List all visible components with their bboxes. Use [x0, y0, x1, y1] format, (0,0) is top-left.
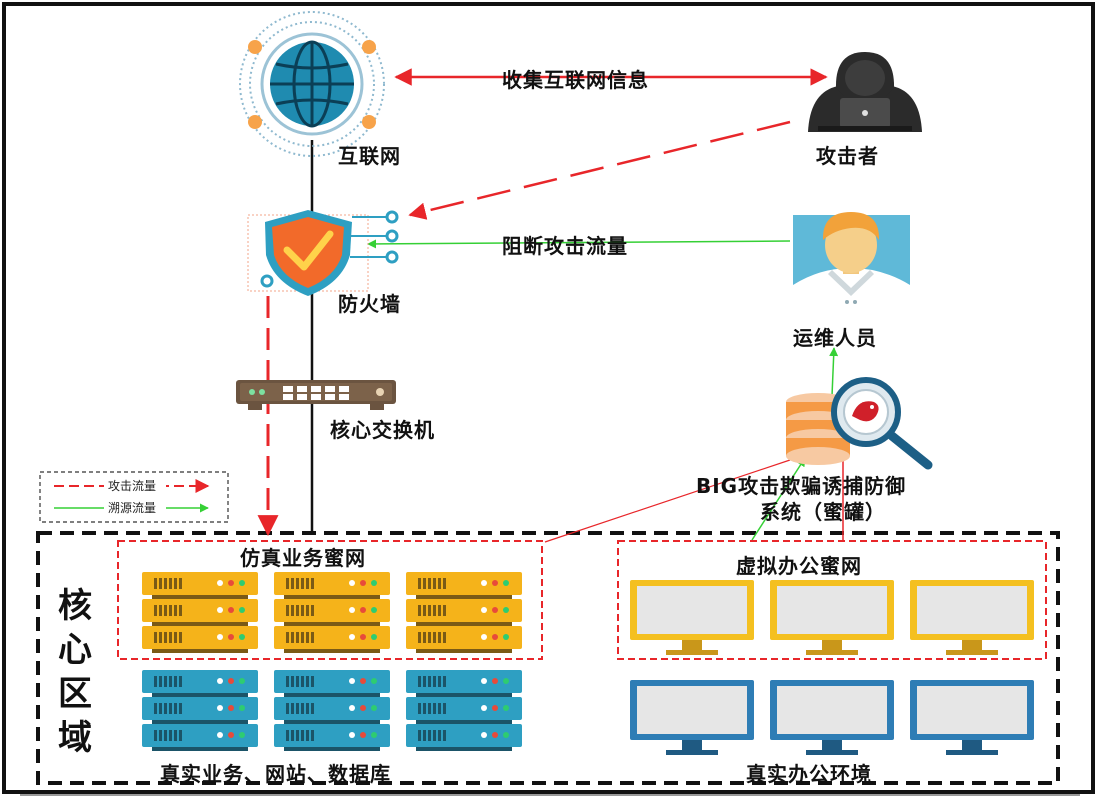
firewall-shield-icon: [247, 210, 399, 296]
server-rack-icon: [406, 670, 522, 751]
legend-trace-label: 溯源流量: [108, 501, 157, 515]
collect-info-label: 收集互联网信息: [502, 68, 649, 92]
attack-path-attacker-firewall: [408, 120, 791, 220]
core-switch-label: 核心交换机: [330, 418, 435, 442]
legend: [39, 471, 229, 523]
attacker-label: 攻击者: [816, 144, 879, 168]
core-zone-char-4: 域: [58, 718, 92, 758]
legend-attack-label: 攻击流量: [108, 479, 157, 493]
honeypot-label-line2: 系统（蜜罐）: [760, 500, 886, 524]
core-zone-char-2: 心: [58, 630, 92, 670]
ops-label: 运维人员: [793, 326, 877, 350]
server-rack-icon: [406, 572, 522, 653]
server-rack-icon: [274, 572, 390, 653]
office-to-honeypot-green: [751, 457, 806, 541]
core-switch-icon: [236, 380, 396, 410]
real-server-group: [142, 670, 522, 751]
sim-to-honeypot-line: [544, 459, 791, 543]
sim-server-group: [142, 572, 522, 653]
monitor-icon: [630, 680, 754, 755]
internet-label: 互联网: [338, 144, 401, 168]
sim-business-honeynet-box: [117, 540, 543, 660]
server-rack-icon: [274, 670, 390, 751]
monitor-icon: [770, 580, 894, 655]
sim-business-label: 仿真业务蜜网: [240, 546, 366, 570]
core-zone-char-1: 核: [58, 586, 92, 626]
core-zone-char-3: 区: [58, 674, 92, 714]
block-traffic-label: 阻断攻击流量: [502, 234, 628, 258]
block-arrow: [367, 239, 791, 249]
ops-person-icon: [793, 212, 910, 316]
trace-arrow-ops: [829, 347, 839, 397]
real-office-label: 真实办公环境: [746, 762, 872, 786]
real-monitor-group: [630, 680, 1034, 755]
honeypot-database-icon: [786, 377, 933, 470]
globe-icon: [239, 11, 385, 157]
monitor-icon: [910, 680, 1034, 755]
real-business-label: 真实业务、网站、数据库: [160, 762, 391, 786]
virtual-office-honeynet-box: [617, 540, 1047, 660]
monitor-icon: [910, 580, 1034, 655]
monitor-icon: [630, 580, 754, 655]
firewall-label: 防火墙: [338, 292, 401, 316]
outer-frame: [2, 2, 1095, 794]
honeypot-label-line1: BIG攻击欺骗诱捕防御: [696, 474, 907, 498]
virtual-office-label: 虚拟办公蜜网: [736, 554, 862, 578]
server-rack-icon: [142, 670, 258, 751]
server-rack-icon: [142, 572, 258, 653]
virtual-monitor-group: [630, 580, 1034, 655]
monitor-icon: [770, 680, 894, 755]
hacker-icon: [808, 52, 922, 132]
core-zone-border: [36, 531, 1060, 785]
